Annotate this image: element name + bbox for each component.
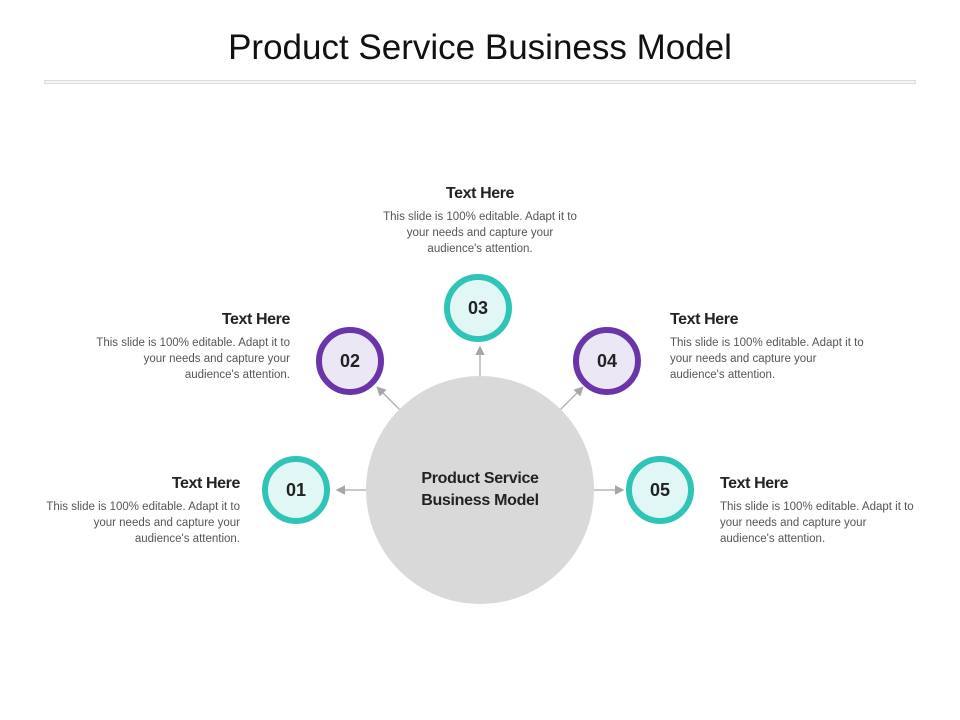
step-01-text-block: Text Here This slide is 100% editable. A… <box>40 475 240 547</box>
step-03-body: This slide is 100% editable. Adapt it to… <box>383 211 577 255</box>
title-divider <box>44 80 916 84</box>
page-title: Product Service Business Model <box>228 28 732 67</box>
step-05-body: This slide is 100% editable. Adapt it to… <box>720 501 914 545</box>
step-03-circle: 03 <box>444 274 512 342</box>
center-circle: Product Service Business Model <box>366 376 594 604</box>
arrow-to-02 <box>376 386 401 411</box>
step-04-body: This slide is 100% editable. Adapt it to… <box>670 337 864 381</box>
step-04-circle: 04 <box>573 327 641 395</box>
step-02-number: 02 <box>339 350 361 371</box>
step-04-number: 04 <box>596 350 618 371</box>
step-01-body: This slide is 100% editable. Adapt it to… <box>46 501 240 545</box>
step-01-heading: Text Here <box>171 475 241 492</box>
step-01-circle: 01 <box>262 456 330 524</box>
step-04-text-block: Text Here This slide is 100% editable. A… <box>670 311 870 383</box>
step-03-heading: Text Here <box>445 185 515 202</box>
step-04-heading: Text Here <box>670 311 739 328</box>
step-02-text-block: Text Here This slide is 100% editable. A… <box>90 311 290 383</box>
step-02-heading: Text Here <box>221 311 291 328</box>
center-label: Product Service Business Model <box>421 470 539 509</box>
step-05-heading: Text Here <box>720 475 789 492</box>
step-02-body: This slide is 100% editable. Adapt it to… <box>96 337 290 381</box>
step-05-number: 05 <box>649 479 671 500</box>
arrow-to-04 <box>559 386 584 411</box>
step-05-circle: 05 <box>626 456 694 524</box>
step-03-text-block: Text Here This slide is 100% editable. A… <box>380 185 580 257</box>
step-01-number: 01 <box>285 479 307 500</box>
step-03-number: 03 <box>467 297 489 318</box>
step-02-circle: 02 <box>316 327 384 395</box>
step-05-text-block: Text Here This slide is 100% editable. A… <box>720 475 920 547</box>
